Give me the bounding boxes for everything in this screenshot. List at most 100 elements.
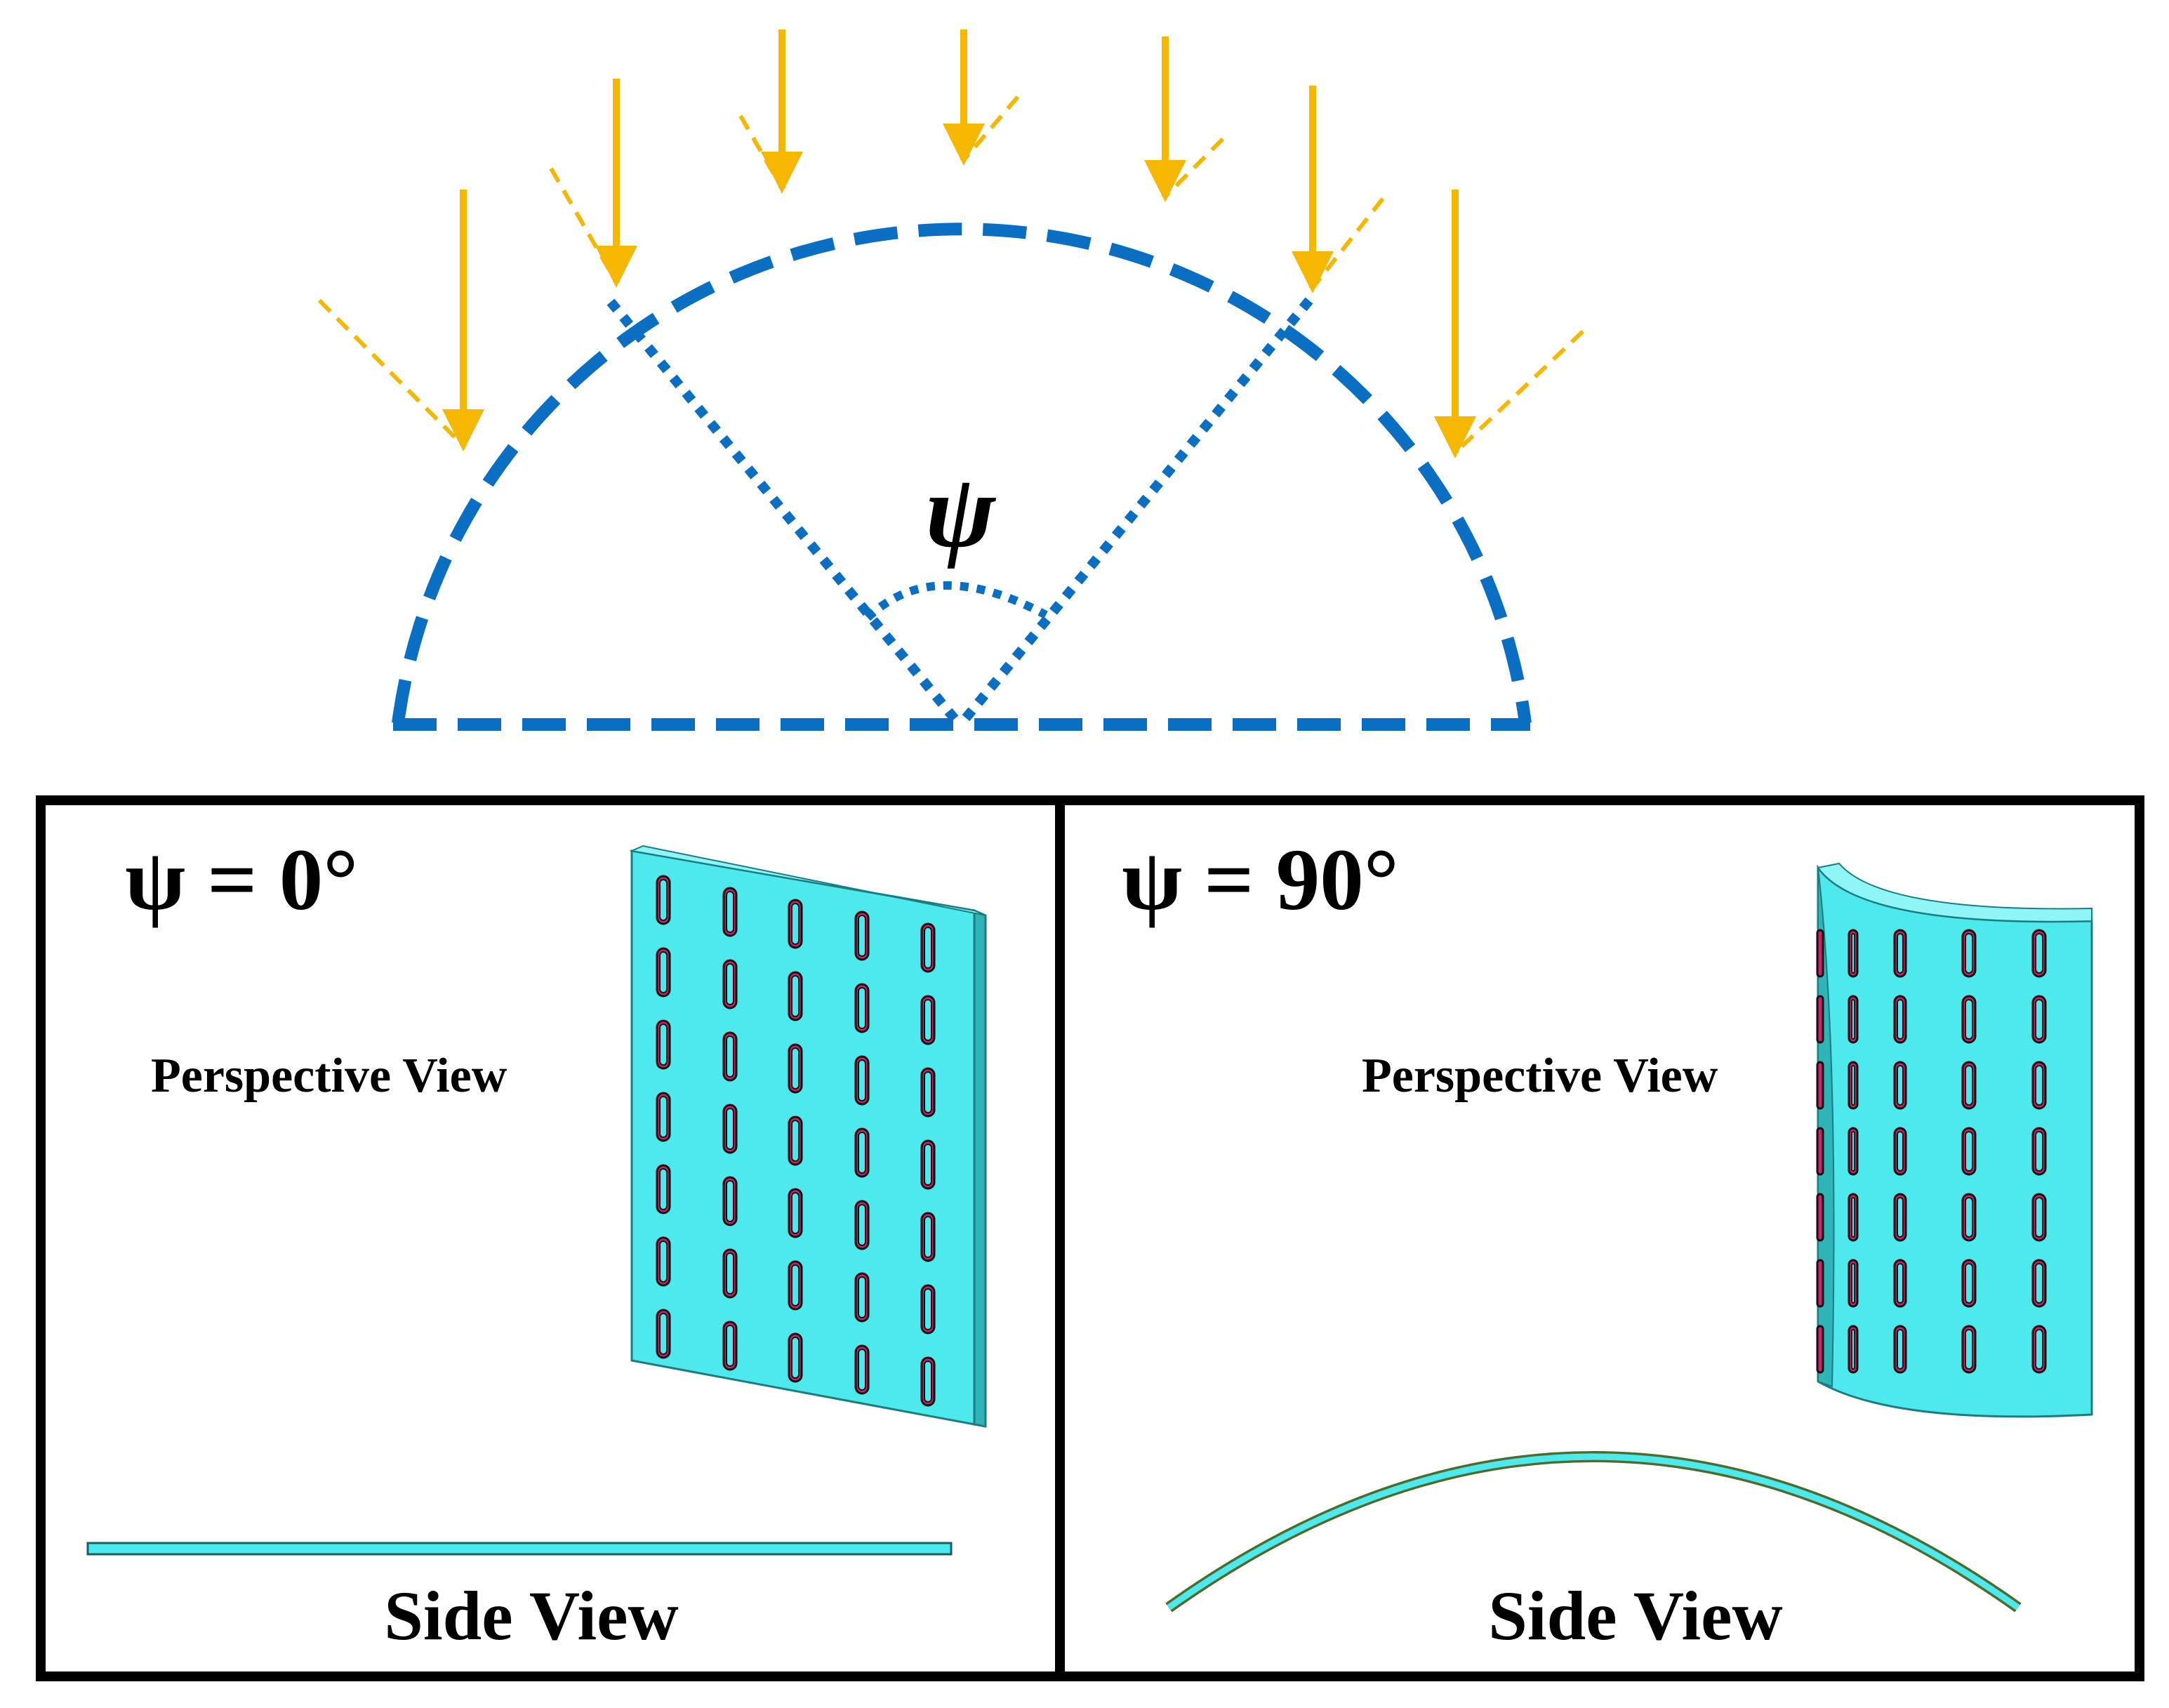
surface-normal [317,298,465,448]
slot-inner [1897,1131,1904,1172]
slot-inner [726,1325,734,1367]
slot-inner [2035,933,2043,974]
slot-inner [924,999,932,1041]
slot-inner [2035,1329,2043,1370]
slot-inner [924,1288,932,1330]
slot-inner [1965,933,1973,974]
slot-inner [1897,1263,1904,1304]
slot-inner [726,1252,734,1295]
slot-grid [1816,929,2047,1374]
slot-grid [656,875,936,1407]
slot [1816,1193,1824,1242]
slot-inner [659,1024,668,1066]
curved-plate [1816,862,2093,1418]
surface-normal [1453,329,1585,455]
perspective-view-label: Perspective View [151,1049,508,1103]
slot-inner [659,1240,668,1283]
slot-inner [659,1096,668,1138]
angle-radius-left [606,298,962,727]
slot-inner [1851,1065,1855,1106]
slot-inner [791,1264,800,1306]
slot-inner [1897,999,1904,1040]
angle-symbol-label: ψ [925,453,997,569]
surface-normal [549,167,618,284]
slot-inner [1965,1197,1973,1238]
surface-normals [317,95,1585,455]
surface-normal [962,95,1020,161]
slot-inner [1851,1263,1855,1304]
slot-inner [1897,933,1904,974]
incidence-schematic: ψ [317,29,1585,731]
panel-title: ψ = 90° [1122,832,1399,929]
slot [1816,1259,1824,1308]
angle-radius-right [957,297,1313,727]
slot-inner [659,1313,668,1355]
panel-frame [36,795,2144,1681]
slot-inner [924,927,932,969]
curved-side-view [1165,1451,2022,1613]
slot-inner [858,987,866,1029]
semicircle-arc [392,223,1532,724]
slot-inner [791,1192,800,1234]
slot [1816,1325,1824,1374]
panel-title: ψ = 0° [125,832,358,929]
side-view-label: Side View [1488,1577,1782,1655]
slot-inner [1851,1197,1855,1238]
panel-curved: ψ = 90° Perspective View Side View [1122,832,2093,1655]
slot-inner [858,1204,866,1246]
slot-inner [858,915,866,957]
slot-inner [791,1047,800,1090]
slot-inner [659,951,668,993]
slot-inner [1897,1197,1904,1238]
slot [1816,929,1824,978]
slot-inner [1851,933,1855,974]
slot [1816,995,1824,1044]
slot-inner [858,1349,866,1391]
surface-normal [1163,137,1225,199]
slot-inner [726,1108,734,1150]
slot-inner [1851,999,1855,1040]
slot-inner [924,1361,932,1403]
slot-inner [1965,1065,1973,1106]
slot-inner [2035,1197,2043,1238]
slot-inner [791,1337,800,1379]
slot-inner [858,1276,866,1318]
slot-inner [791,903,800,945]
incident-arrows [442,29,1476,459]
slot-inner [1851,1131,1855,1172]
slot-inner [1897,1065,1904,1106]
surface-normal [738,114,784,190]
slot-inner [1965,1329,1973,1370]
slot-inner [924,1071,932,1113]
slot-inner [2035,999,2043,1040]
flat-plate [629,845,987,1428]
surface-normal [1311,197,1385,289]
angle-arc [864,581,1048,621]
slot-inner [659,879,668,921]
slot-inner [2035,1065,2043,1106]
slot-inner [1851,1329,1855,1370]
perspective-view-label: Perspective View [1362,1049,1718,1103]
slot [1816,1061,1824,1110]
flat-side-view [86,1542,953,1556]
slot-inner [726,1180,734,1222]
slot-inner [924,1144,932,1186]
slot-inner [1965,999,1973,1040]
slot-inner [726,963,734,1005]
slot-inner [1965,1263,1973,1304]
slot-inner [659,1168,668,1210]
slot-inner [924,1216,932,1258]
side-view-label: Side View [384,1577,678,1655]
slot-inner [858,1059,866,1101]
slot [1816,1127,1824,1176]
slot-inner [791,1120,800,1162]
slot-inner [726,891,734,933]
slot-inner [1965,1131,1973,1172]
slot-inner [726,1035,734,1078]
slot-inner [2035,1263,2043,1304]
panel-flat: ψ = 0° Perspective View Side View [86,832,987,1655]
slot-inner [1897,1329,1904,1370]
slot-inner [2035,1131,2043,1172]
slot-inner [858,1132,866,1174]
